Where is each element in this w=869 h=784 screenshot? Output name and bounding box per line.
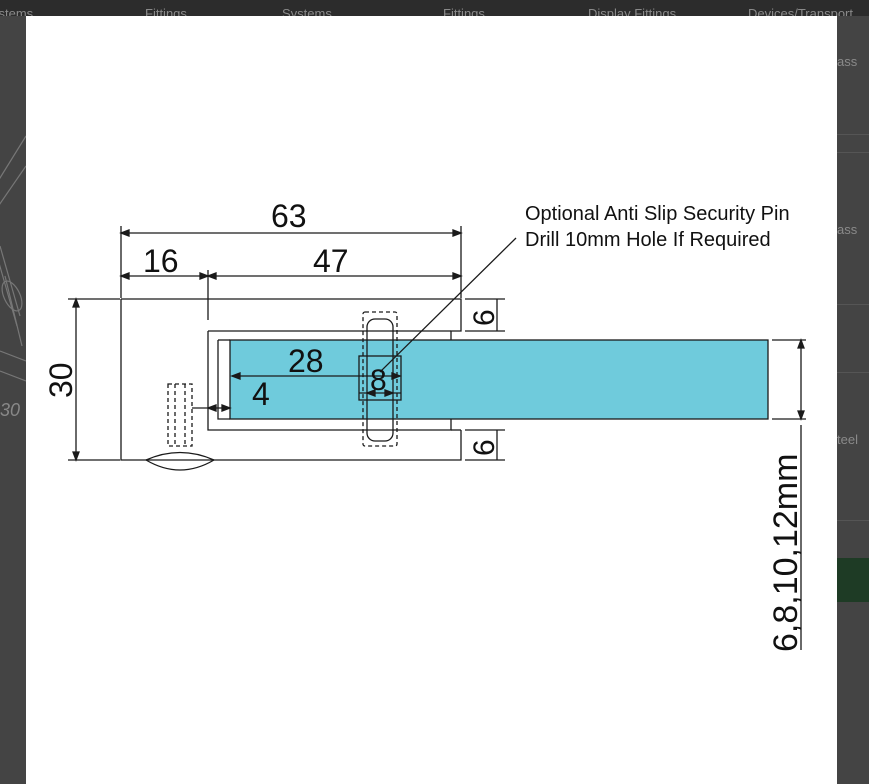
- security-pin-head: [358, 355, 402, 401]
- divider: [837, 304, 869, 305]
- dim-label-16: 16: [143, 243, 179, 279]
- nav-item[interactable]: Devices/Transport: [748, 6, 853, 16]
- nav-item[interactable]: Fittings: [145, 6, 187, 16]
- divider: [837, 372, 869, 373]
- dim-label-47: 47: [313, 243, 349, 279]
- screw-head: [145, 451, 215, 461]
- right-snippet: ass: [837, 54, 858, 69]
- background-dimension-label: 30: [0, 400, 20, 420]
- background-green-button: [837, 558, 869, 602]
- nav-item[interactable]: Fittings: [443, 6, 485, 16]
- screw-hidden-lines: [167, 383, 193, 447]
- nav-item[interactable]: Display Fittings: [588, 6, 677, 16]
- security-pin-hidden-lines: [362, 311, 398, 447]
- clamp-bottom-outline: [120, 299, 462, 461]
- dim-label-63: 63: [271, 198, 307, 234]
- glass-panel: [229, 339, 769, 420]
- right-snippet: teel: [837, 432, 858, 447]
- clamp-top-outline: [121, 298, 462, 340]
- dim-label-8: 8: [370, 364, 387, 397]
- background-nav-bar: ystems Fittings Systems Fittings Display…: [0, 0, 869, 16]
- background-right-strip: ass ass teel: [837, 16, 869, 784]
- dim-label-6-bottom: 6: [468, 439, 501, 456]
- technical-drawing: 63 16 47 28 4 8 30 6 6 6,8,10,12mm Optio…: [43, 198, 806, 652]
- annotation-line-1: Optional Anti Slip Security Pin: [525, 203, 790, 225]
- dim-label-6-top: 6: [468, 309, 501, 326]
- dim-label-28: 28: [288, 343, 324, 379]
- dim-label-4: 4: [252, 376, 270, 412]
- right-snippet: ass: [837, 222, 858, 237]
- image-lightbox: 63 16 47 28 4 8 30 6 6 6,8,10,12mm Optio…: [26, 16, 837, 784]
- background-left-strip: 30: [0, 16, 26, 784]
- background-drawing-fragment: 30: [0, 135, 26, 420]
- divider: [837, 134, 869, 135]
- annotation-line-2: Drill 10mm Hole If Required: [525, 229, 771, 251]
- nav-item[interactable]: Systems: [282, 6, 332, 16]
- annotation-leader: [379, 237, 517, 373]
- nav-item[interactable]: ystems: [0, 6, 34, 16]
- dim-label-glass-thickness: 6,8,10,12mm: [767, 454, 805, 652]
- divider: [837, 520, 869, 521]
- divider: [837, 152, 869, 153]
- dim-label-30: 30: [43, 362, 79, 398]
- security-pin: [366, 318, 394, 442]
